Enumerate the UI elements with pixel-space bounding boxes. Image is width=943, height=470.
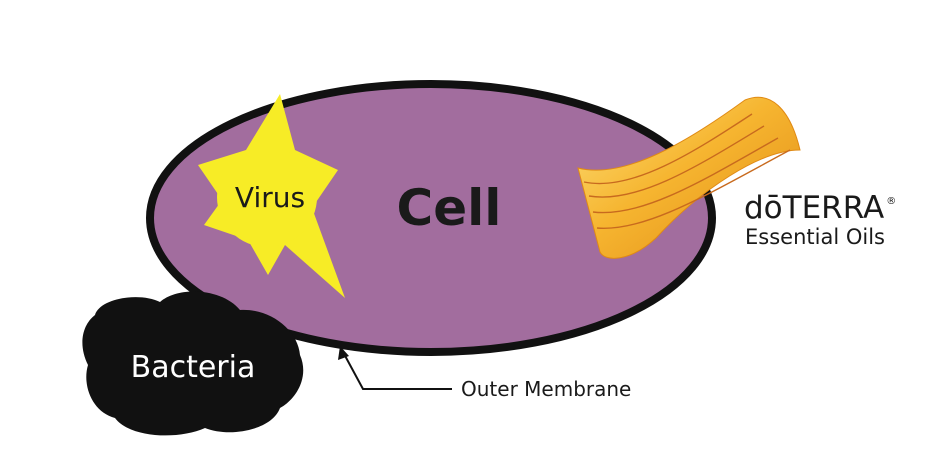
- outer-membrane-label: Outer Membrane: [461, 377, 631, 401]
- bacteria-label: Bacteria: [131, 350, 256, 385]
- virus-label: Virus: [235, 181, 305, 214]
- bacteria-icon: [82, 291, 304, 436]
- oil-ribbon-icon: [577, 96, 801, 259]
- cell-label: Cell: [397, 179, 502, 237]
- virus-icon: [198, 94, 345, 298]
- brand-logo: dōTERRA® Essential Oils: [744, 190, 896, 249]
- membrane-arrow-icon: [338, 346, 452, 390]
- brand-tagline: Essential Oils: [745, 225, 885, 249]
- brand-name: dōTERRA®: [744, 190, 896, 226]
